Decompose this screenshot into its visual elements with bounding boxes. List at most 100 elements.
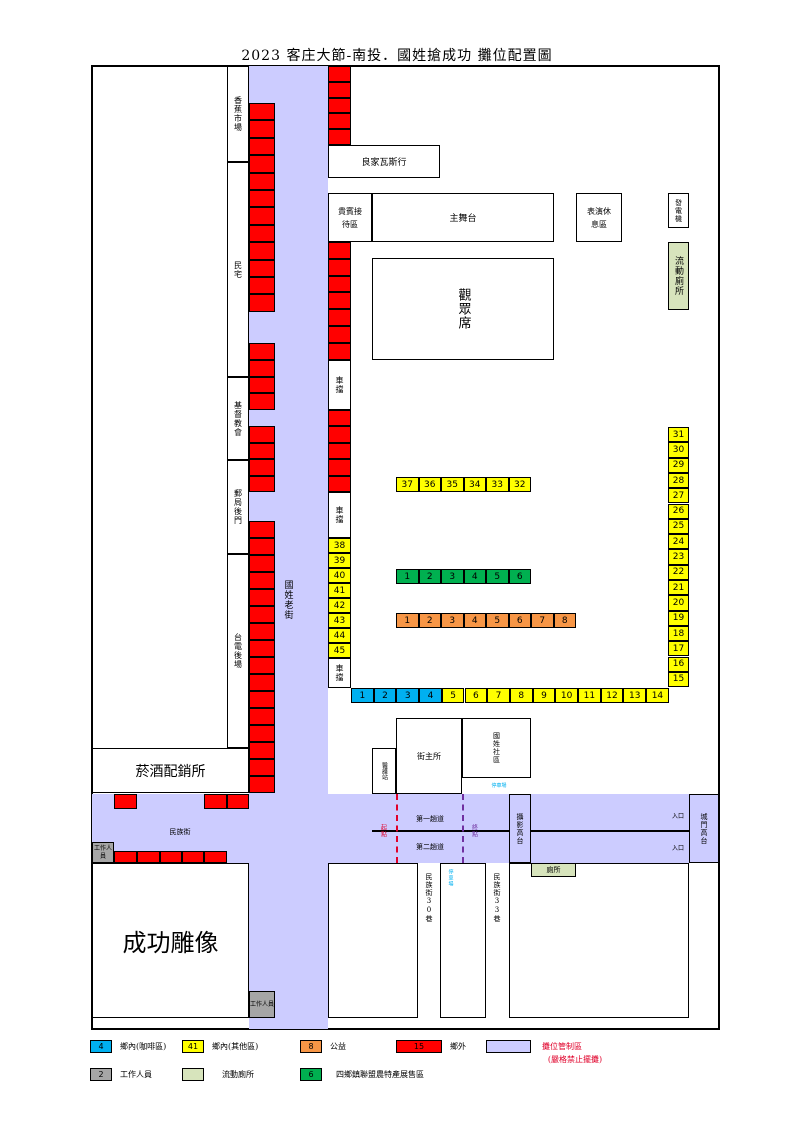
red-stall	[328, 258, 351, 276]
stall-3: 3	[441, 613, 464, 628]
stall-11: 11	[578, 688, 601, 703]
first-lane-label: 第一趟道	[416, 815, 444, 823]
stall-22: 22	[668, 564, 689, 580]
stall-8: 8	[553, 613, 576, 628]
legend-swatch: 2	[90, 1068, 112, 1081]
red-stall	[249, 277, 275, 295]
stall-40: 40	[328, 568, 351, 583]
legend-label: 工作人員	[120, 1070, 152, 1079]
red-stall	[328, 309, 351, 326]
red-stall	[328, 342, 351, 360]
medical-station: 醫護站	[372, 748, 396, 794]
liangjia-gas-shop: 良家瓦斯行	[328, 145, 440, 178]
car-barrier-1: 車擋	[328, 360, 351, 410]
stall-15: 15	[668, 671, 689, 688]
stall-45: 45	[328, 643, 351, 658]
red-stall	[328, 275, 351, 293]
red-stall	[137, 851, 160, 863]
red-stall	[249, 725, 275, 742]
legend-label: 鄉內(咖啡區)	[120, 1042, 167, 1051]
red-stall	[249, 606, 275, 623]
main-stage: 主舞台	[372, 193, 554, 242]
red-stall	[328, 410, 351, 427]
stall-27: 27	[668, 488, 689, 504]
stall-2: 2	[418, 613, 441, 628]
stall-10: 10	[555, 688, 578, 703]
stall-4: 4	[419, 688, 442, 703]
stall-36: 36	[418, 477, 441, 492]
map-frame	[91, 65, 720, 1030]
legend-swatch: 15	[396, 1040, 442, 1053]
stall-9: 9	[532, 688, 556, 703]
red-stall	[249, 538, 275, 555]
stall-33: 33	[486, 477, 509, 492]
staff-area-1: 工作人員	[92, 842, 114, 863]
stall-35: 35	[441, 477, 464, 492]
red-stall	[114, 794, 137, 809]
red-stall	[249, 674, 275, 691]
stall-41: 41	[328, 583, 351, 598]
legend-swatch	[486, 1040, 531, 1053]
second-lane-label: 第二趟道	[416, 843, 444, 851]
restroom: 廁所	[531, 863, 576, 877]
legend-swatch: 8	[300, 1040, 322, 1053]
red-stall	[249, 103, 275, 121]
stall-26: 26	[668, 503, 689, 519]
red-stall	[249, 172, 275, 190]
car-barrier-2: 車擋	[328, 492, 351, 538]
church: 基督教會	[227, 377, 249, 460]
stall-5: 5	[486, 569, 509, 584]
red-stall	[328, 242, 351, 259]
red-stall	[249, 343, 275, 360]
red-stall	[249, 759, 275, 776]
red-stall	[249, 475, 275, 492]
residence: 民宅	[227, 162, 249, 377]
red-stall	[249, 207, 275, 225]
stall-16: 16	[668, 656, 689, 672]
audience-seating: 觀眾席	[372, 258, 554, 360]
red-stall	[328, 426, 351, 443]
legend-label: 鄉內(其他區)	[212, 1042, 259, 1051]
red-stall	[249, 691, 275, 708]
stall-4: 4	[463, 613, 486, 628]
stall-1: 1	[351, 688, 374, 703]
stall-31: 31	[668, 427, 689, 443]
red-stall	[249, 572, 275, 589]
stall-1: 1	[396, 613, 419, 628]
legend-label: 公益	[330, 1042, 346, 1051]
camera-platform: 攝影高台	[509, 794, 531, 863]
red-stall	[204, 794, 227, 809]
stall-23: 23	[668, 549, 689, 565]
start-label: 起點	[379, 824, 387, 838]
stall-24: 24	[668, 534, 689, 550]
post-office-back: 郵局後門	[227, 460, 249, 554]
legend-swatch: 41	[182, 1040, 204, 1053]
red-stall	[227, 794, 249, 809]
fruit-market: 香蕉市場	[227, 66, 249, 162]
stall-2: 2	[373, 688, 397, 703]
red-stall	[249, 120, 275, 138]
city-gate-platform: 城門高台	[689, 794, 719, 863]
red-stall	[249, 259, 275, 277]
stall-8: 8	[509, 688, 533, 703]
stall-3: 3	[441, 569, 464, 584]
small-note: 停車場	[491, 782, 507, 789]
red-stall	[249, 742, 275, 759]
red-stall	[249, 589, 275, 606]
red-stall	[328, 475, 351, 492]
red-stall	[249, 426, 275, 443]
finish-label: 終點	[470, 824, 478, 838]
staff-area-2: 工作人員	[249, 991, 275, 1018]
stall-32: 32	[508, 477, 531, 492]
stall-4: 4	[463, 569, 486, 584]
red-stall	[249, 359, 275, 377]
stall-1: 1	[396, 569, 419, 584]
stall-14: 14	[646, 688, 669, 703]
liquor-store: 菸酒配銷所	[92, 748, 249, 793]
red-stall	[328, 292, 351, 310]
stall-25: 25	[668, 518, 689, 535]
entrance-upper: 入口	[671, 812, 684, 820]
legend-note: (嚴格禁止擺攤)	[547, 1054, 603, 1064]
